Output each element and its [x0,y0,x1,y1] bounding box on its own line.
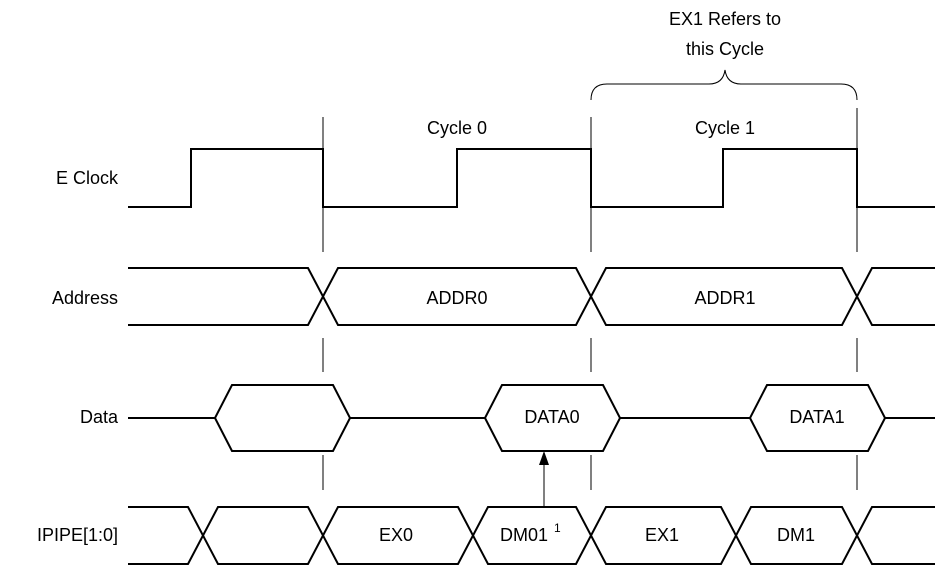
cycle-boundary-lines [322,108,858,490]
data-value-data0: DATA0 [524,407,579,427]
cycle-brace [590,69,858,101]
ipipe-waveform [128,506,935,565]
address-value-addr0: ADDR0 [426,288,487,308]
ipipe-value-ex1: EX1 [645,525,679,545]
dm01-to-data0-arrow [539,451,549,507]
cycle-0-label: Cycle 0 [427,118,487,138]
data-bus-waveform [128,384,935,452]
annotation-line-2: this Cycle [686,39,764,59]
signal-label-ipipe: IPIPE[1:0] [37,525,118,545]
ipipe-dm01-footnote: 1 [554,521,561,535]
signal-label-eclock: E Clock [56,168,119,188]
signal-label-data: Data [80,407,119,427]
data-value-data1: DATA1 [789,407,844,427]
signal-label-address: Address [52,288,118,308]
ipipe-value-ex0: EX0 [379,525,413,545]
eclock-waveform [128,148,935,208]
address-bus-waveform [128,267,935,326]
ipipe-value-dm01: DM01 [500,525,548,545]
cycle-1-label: Cycle 1 [695,118,755,138]
ipipe-value-dm1: DM1 [777,525,815,545]
address-value-addr1: ADDR1 [694,288,755,308]
annotation-line-1: EX1 Refers to [669,9,781,29]
